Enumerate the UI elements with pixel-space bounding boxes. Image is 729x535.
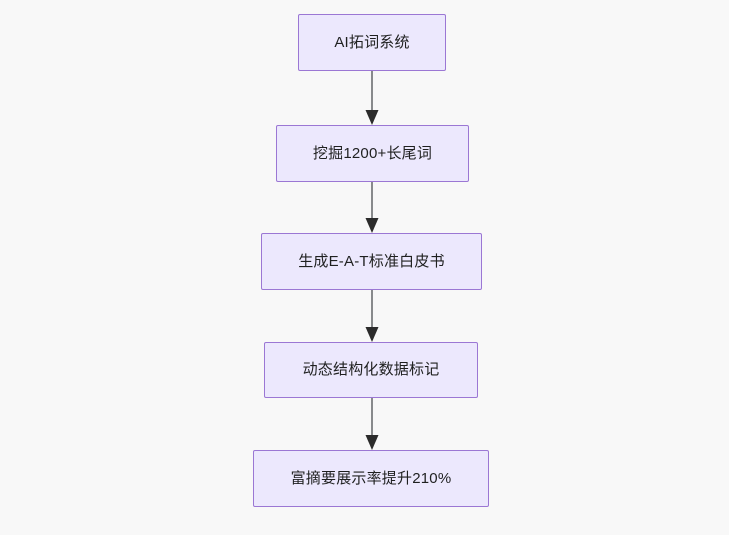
flow-node-dynamic-structured-data-markup[interactable]: 动态结构化数据标记: [264, 342, 478, 398]
flow-node-label: 生成E-A-T标准白皮书: [298, 252, 445, 270]
edge-n2-n3: [365, 182, 379, 233]
edge-n4-n5: [365, 398, 379, 450]
flow-node-label: 挖掘1200+长尾词: [312, 144, 433, 162]
edge-n3-n4: [365, 290, 379, 342]
flow-node-label: 动态结构化数据标记: [302, 361, 440, 378]
flow-node-mine-longtail-keywords[interactable]: 挖掘1200+长尾词: [276, 125, 469, 182]
edge-n1-n2: [365, 71, 379, 125]
flow-node-ai-keyword-system[interactable]: AI拓词系统: [298, 14, 446, 71]
flow-node-label: AI拓词系统: [334, 33, 410, 51]
flow-node-rich-snippet-rate-increase[interactable]: 富摘要展示率提升210%: [253, 450, 489, 507]
flow-node-generate-eat-whitepaper[interactable]: 生成E-A-T标准白皮书: [261, 233, 482, 290]
flow-node-label: 富摘要展示率提升210%: [290, 469, 452, 487]
